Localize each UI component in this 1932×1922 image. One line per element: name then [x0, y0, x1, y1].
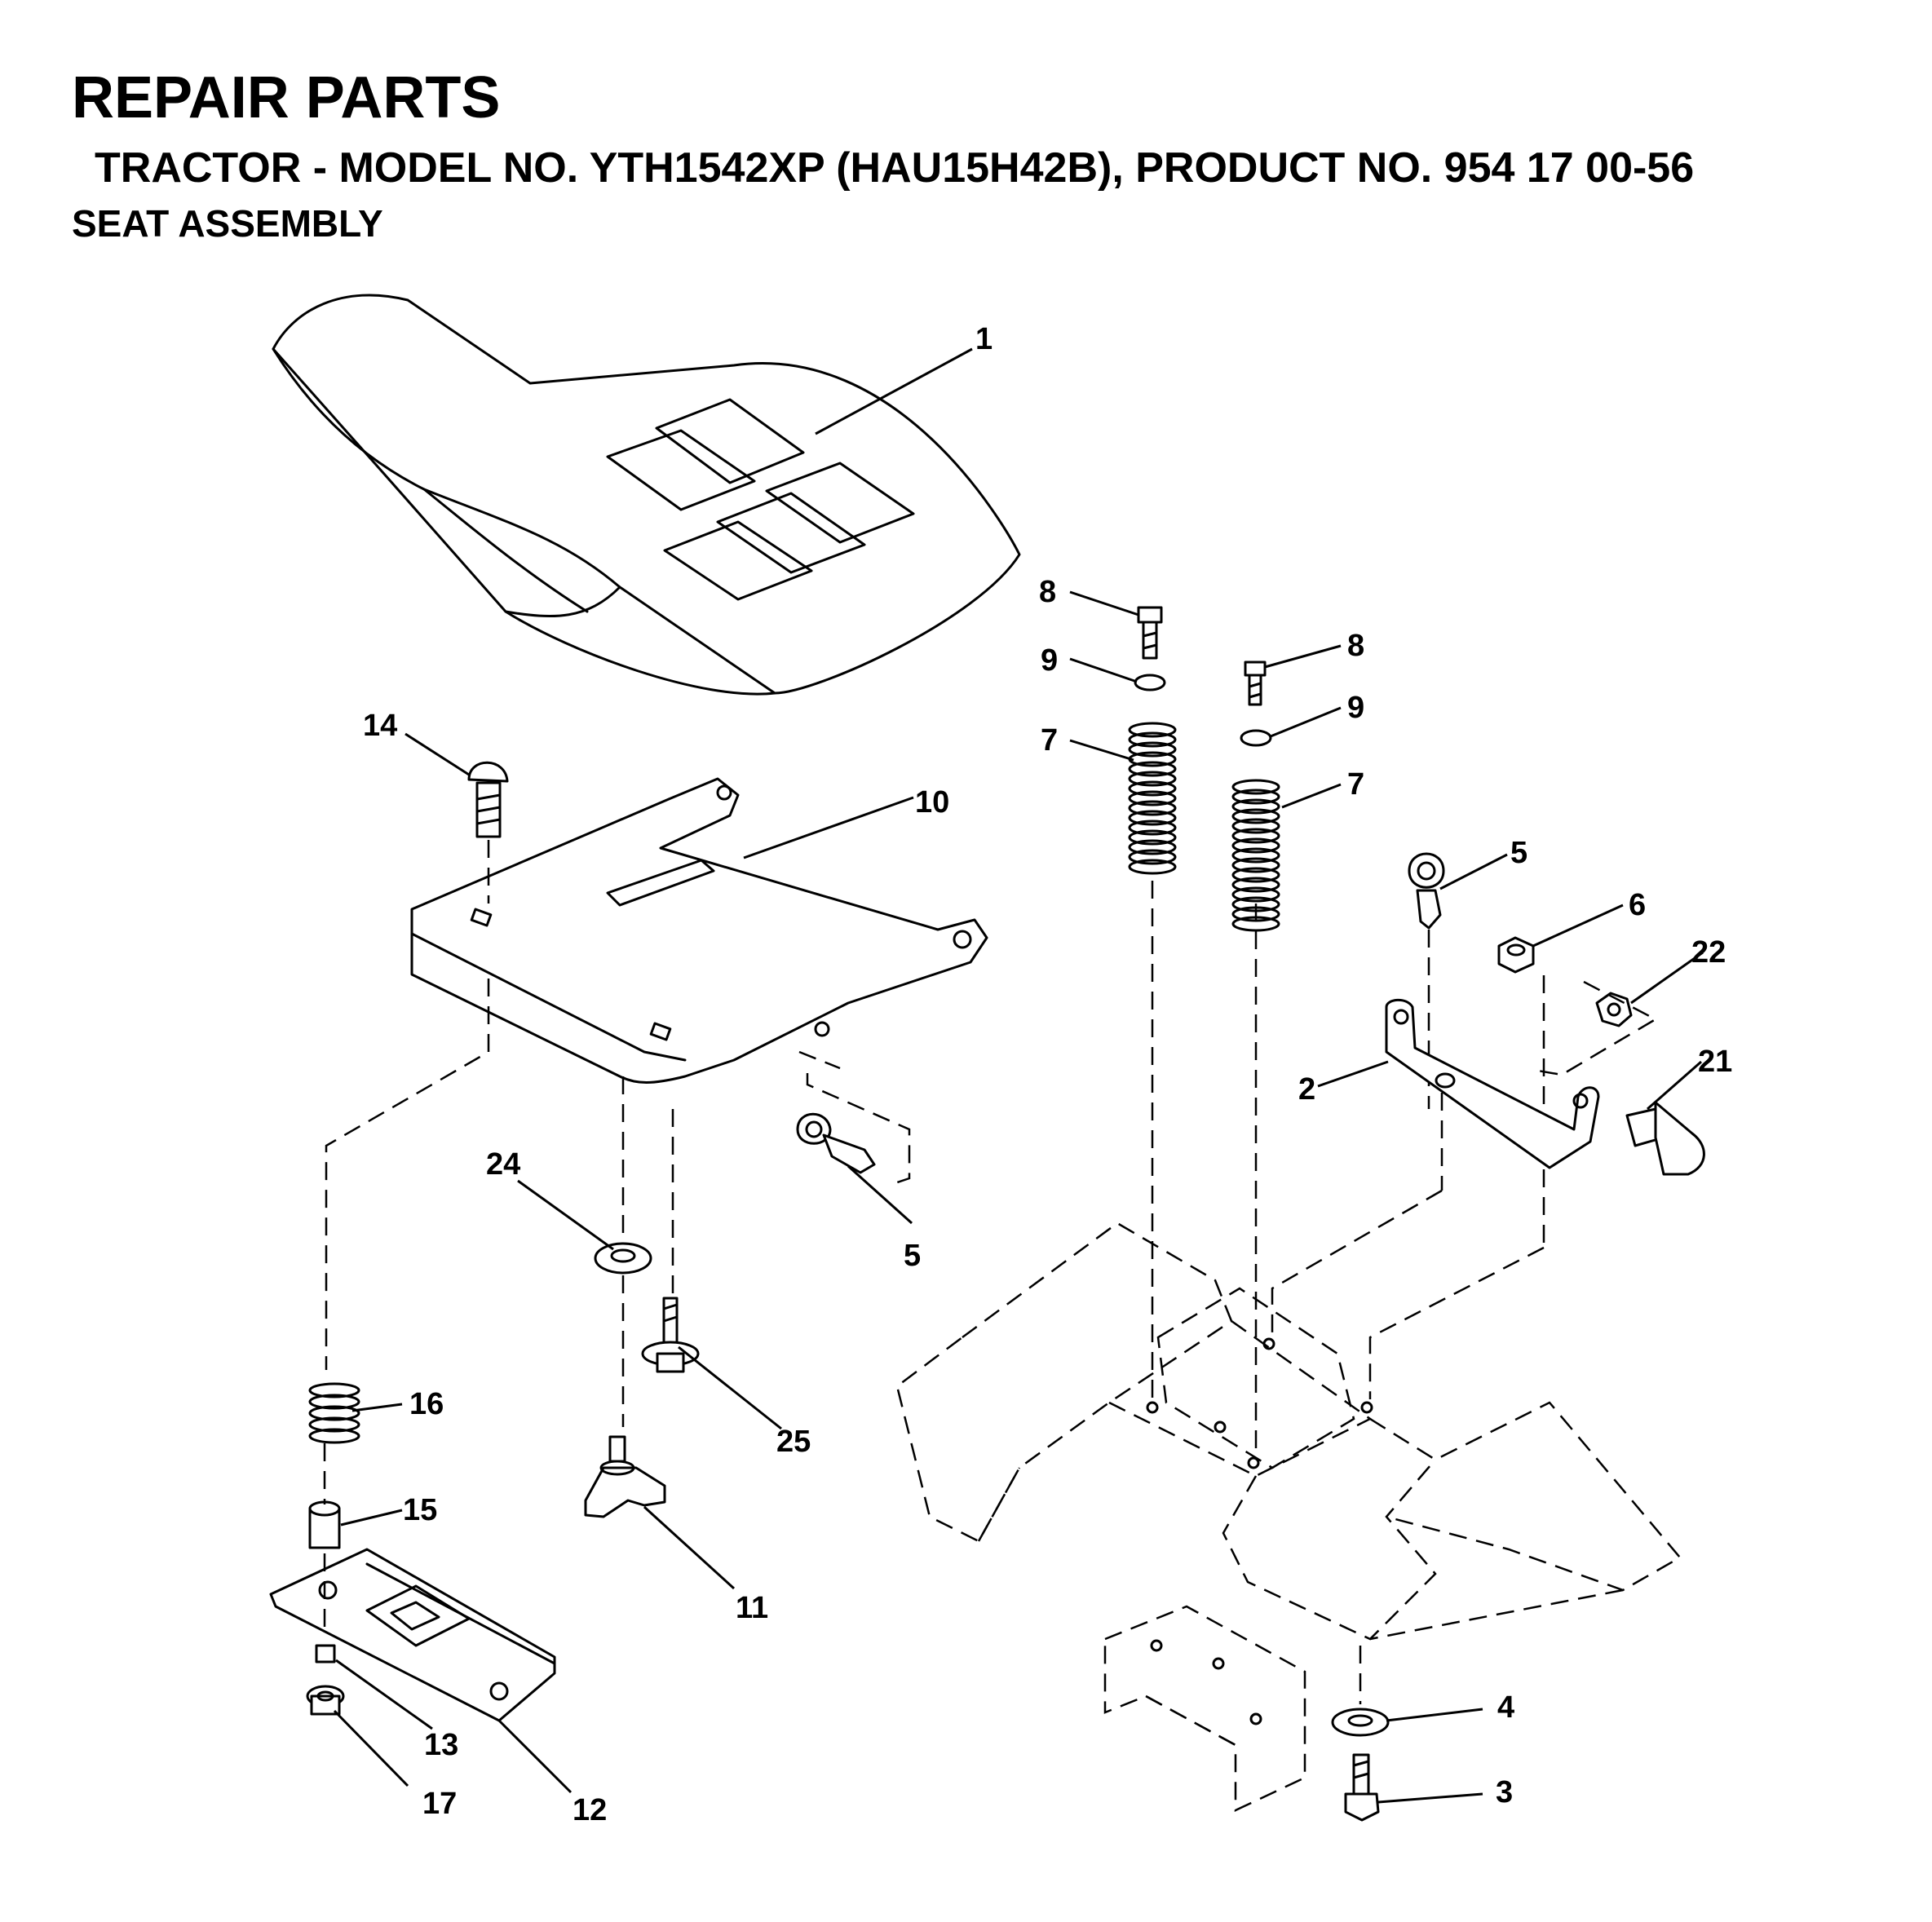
- seat-switch-clip-part-left: [796, 1112, 876, 1174]
- seat-switch-clip-part-right: [1408, 852, 1445, 930]
- washer-part-bottom: [1331, 1708, 1390, 1737]
- square-nut-part: [315, 1644, 336, 1664]
- callout-4: 4: [1497, 1690, 1514, 1725]
- callout-22: 22: [1691, 935, 1726, 970]
- page-header: REPAIR PARTS TRACTOR - MODEL NO. YTH1542…: [72, 64, 1694, 246]
- callout-5-left: 5: [904, 1239, 921, 1273]
- flange-nut-part: [306, 1685, 345, 1716]
- seat-pan-part: [410, 777, 988, 1084]
- shoulder-bolt-part: [1625, 1101, 1705, 1176]
- flange-bolt-part: [641, 1297, 700, 1373]
- seat-bracket-part: [1385, 998, 1600, 1169]
- callout-7-right: 7: [1347, 767, 1364, 802]
- callout-8-right: 8: [1347, 629, 1364, 663]
- callout-16: 16: [409, 1387, 444, 1421]
- spacer-part: [308, 1500, 341, 1549]
- callout-3: 3: [1496, 1775, 1513, 1809]
- callout-17: 17: [422, 1787, 457, 1821]
- callout-10: 10: [915, 785, 949, 820]
- lock-nut-part: [1497, 936, 1535, 974]
- callout-13: 13: [424, 1728, 458, 1762]
- callout-11: 11: [736, 1591, 768, 1625]
- flat-washer-part: [594, 1242, 652, 1275]
- callout-12: 12: [573, 1793, 607, 1827]
- compression-spring-part: [308, 1382, 360, 1444]
- hex-bolt-part-right: [1244, 661, 1267, 706]
- carriage-bolt-part: [467, 761, 509, 838]
- callout-7-left: 7: [1041, 723, 1058, 758]
- washer-part-left: [1134, 674, 1166, 691]
- callout-24: 24: [486, 1147, 520, 1182]
- callout-9-right: 9: [1347, 691, 1364, 725]
- callout-25: 25: [776, 1425, 811, 1459]
- callout-21: 21: [1698, 1045, 1732, 1079]
- leader-lines: [333, 347, 1704, 1804]
- callout-5-right: 5: [1510, 836, 1527, 870]
- adjustment-knob-part: [584, 1435, 666, 1518]
- fender-frame-outline: [895, 1222, 1682, 1812]
- callout-2: 2: [1298, 1072, 1315, 1107]
- page-subtitle: TRACTOR - MODEL NO. YTH1542XP (HAU15H42B…: [95, 144, 1695, 192]
- spring-part-left: [1128, 722, 1177, 875]
- callout-1: 1: [975, 322, 993, 356]
- page-title: REPAIR PARTS: [72, 65, 501, 130]
- hex-bolt-part-bottom: [1344, 1753, 1380, 1822]
- callout-8-left: 8: [1039, 575, 1056, 609]
- washer-part-right: [1240, 729, 1272, 747]
- callout-15: 15: [403, 1493, 437, 1527]
- callout-6: 6: [1629, 888, 1646, 922]
- callout-14: 14: [363, 709, 397, 743]
- seat-part: [272, 294, 1021, 696]
- slide-plate-part: [269, 1548, 556, 1722]
- hex-bolt-part-left: [1137, 606, 1163, 660]
- callout-9-left: 9: [1041, 643, 1058, 678]
- section-title: SEAT ASSEMBLY: [72, 202, 383, 245]
